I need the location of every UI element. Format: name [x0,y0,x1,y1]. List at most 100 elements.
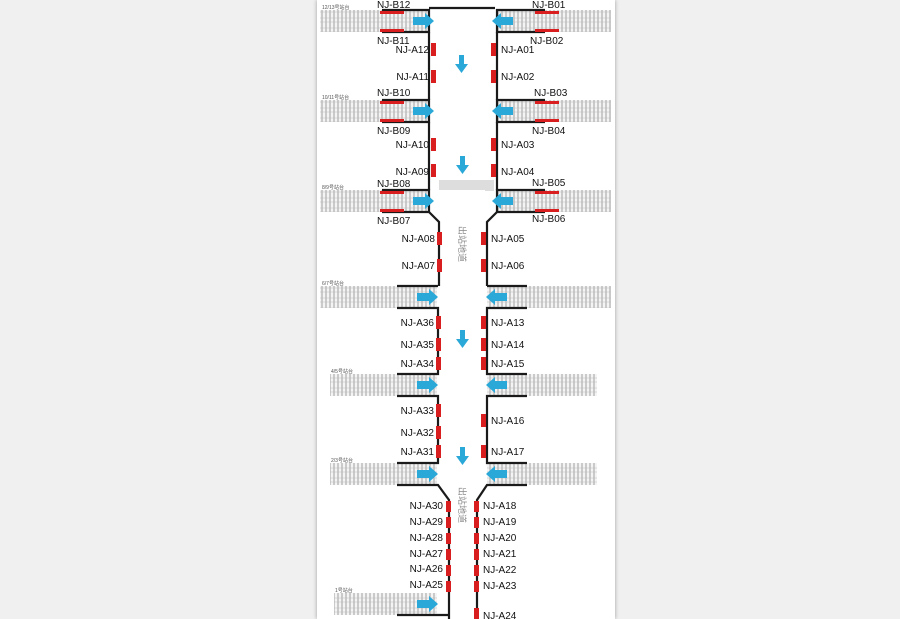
gate-marker [481,357,486,370]
arrow-down-icon [455,55,468,73]
platform-track-2-3-right [487,463,597,485]
gate-label: NJ-A24 [483,611,517,619]
gate-label: NJ-A07 [402,261,436,272]
concourse-walls [382,6,545,619]
platform-label: 2/3号站台 [331,457,353,464]
gate-marker [535,29,559,32]
platform-label: 1号站台 [335,587,353,594]
gate-label: NJ-A34 [401,359,435,370]
arrow-left-icon [492,103,513,119]
gate-label: NJ-A30 [410,501,444,512]
gate-marker [474,517,479,528]
arrow-left-icon [486,289,507,305]
arrow-right-icon [413,103,434,119]
exit-passage-labels: 出站地道 出站地道 [457,226,468,523]
gate-label: NJ-A02 [501,72,535,83]
gate-label: NJ-A08 [402,234,436,245]
gate-marker [437,232,442,245]
gate-label: NJ-A18 [483,501,517,512]
gate-marker [436,338,441,351]
arrow-right-icon [417,596,438,612]
gate-marker [491,43,496,56]
gate-marker [491,70,496,83]
gate-label: NJ-A10 [396,140,430,151]
gate-marker [380,119,404,122]
gate-label: NJ-B09 [377,126,411,137]
gate-marker [535,119,559,122]
gate-marker [481,445,486,458]
gate-label: NJ-B10 [377,88,411,99]
platform-label: 10/11号站台 [322,94,349,101]
gate-label: NJ-B11 [377,36,410,47]
gate-marker [474,581,479,592]
gate-label: NJ-A19 [483,517,517,528]
gate-marker [436,445,441,458]
gate-label: NJ-B04 [532,126,566,137]
gate-marker [436,357,441,370]
gate-label: NJ-A06 [491,261,525,272]
gate-label: NJ-A23 [483,581,517,592]
gate-label: NJ-A09 [396,167,430,178]
arrow-left-icon [492,193,513,209]
arrow-left-icon [486,466,507,482]
gate-label: NJ-B03 [534,88,568,99]
b-gate-labels: NJ-B12 NJ-B01 NJ-B11 NJ-B02 NJ-B10 NJ-B0… [377,0,568,227]
platform-track-6-7-right [487,286,611,308]
arrow-down-icon [456,447,469,465]
exit-passage-label: 出站地道 [457,487,468,523]
gate-marker [535,101,559,104]
gate-marker [431,43,436,56]
arrow-down-icon [456,330,469,348]
platform-label: 4/5号站台 [331,368,353,375]
gate-label: NJ-A28 [410,533,444,544]
gate-marker [535,209,559,212]
a-gate-labels-left: NJ-A12 NJ-A11 NJ-A10 NJ-A09 NJ-A08 NJ-A0… [396,45,444,591]
arrow-right-icon [413,13,434,29]
arrow-left-icon [492,13,513,29]
gate-marker [431,138,436,151]
gate-label: NJ-A20 [483,533,517,544]
gate-label: NJ-B02 [530,36,564,47]
gate-markers [380,11,559,619]
gate-label: NJ-A27 [410,549,444,560]
gate-label: NJ-A03 [501,140,535,151]
arrow-left-icon [486,377,507,393]
gate-label: NJ-A12 [396,45,430,56]
gate-marker [491,164,496,177]
arrow-right-icon [417,289,438,305]
arrow-right-icon [417,377,438,393]
platform-track-12-13-right [497,10,611,32]
gate-label: NJ-A04 [501,167,535,178]
exit-passage-label: 出站地道 [457,226,468,262]
gate-label: NJ-A33 [401,406,435,417]
gate-marker [481,316,486,329]
gate-label: NJ-B08 [377,179,411,190]
gate-marker [436,426,441,439]
gate-marker [474,565,479,576]
gate-label: NJ-A26 [410,564,444,575]
gate-label: NJ-A29 [410,517,444,528]
gate-marker [431,164,436,177]
gate-label: NJ-A01 [501,45,535,56]
arrow-right-icon [413,193,434,209]
gate-marker [380,29,404,32]
gate-marker [446,501,451,512]
platform-track-10-11-right [497,100,611,122]
gate-label: NJ-A35 [401,340,435,351]
gate-marker [380,209,404,212]
gate-marker [535,191,559,194]
gate-label: NJ-B01 [532,0,566,11]
platform-label: 12/13号站台 [322,4,350,11]
gate-label: NJ-B05 [532,178,566,189]
gate-label: NJ-A13 [491,318,525,329]
platform-labels: 12/13号站台 10/11号站台 8/9号站台 6/7号站台 4/5号站台 2… [322,4,353,594]
platform-track-2-3-left [330,463,438,485]
gate-marker [380,101,404,104]
gate-marker [446,533,451,544]
platform-track-4-5-left [330,374,438,396]
gate-marker [474,501,479,512]
gate-label: NJ-A14 [491,340,525,351]
platform-tracks [320,10,611,615]
gate-marker [446,549,451,560]
